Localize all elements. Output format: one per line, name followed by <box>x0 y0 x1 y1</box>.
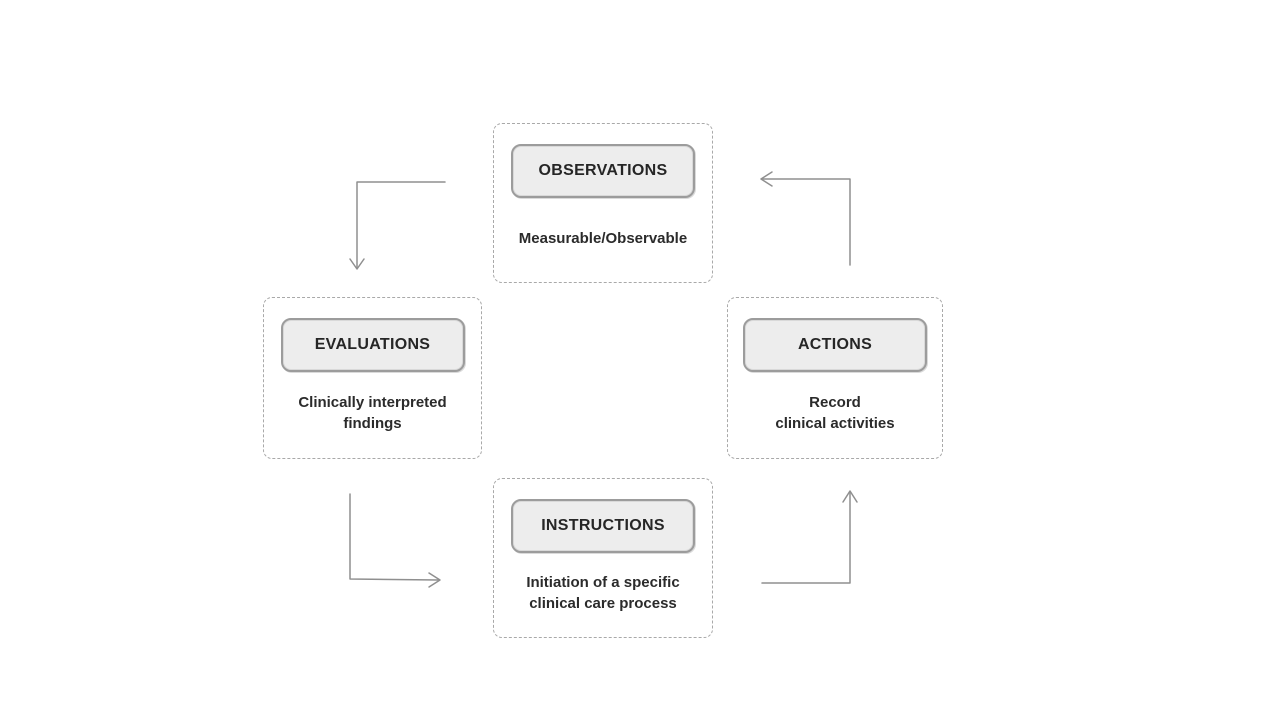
node-instructions: INSTRUCTIONS Initiation of a specific cl… <box>493 478 713 638</box>
observations-description: Measurable/Observable <box>518 229 688 247</box>
instructions-description: Initiation of a specific clinical care p… <box>526 574 680 612</box>
evaluations-header: EVALUATIONS <box>280 318 465 372</box>
arrow-actions-to-observations <box>760 171 851 266</box>
instructions-header: INSTRUCTIONS <box>511 499 695 553</box>
node-observations: OBSERVATIONS Measurable/Observable <box>493 123 713 283</box>
actions-header: ACTIONS <box>743 318 927 372</box>
arrow-evaluations-to-instructions <box>349 493 441 588</box>
arrow-observations-to-evaluations <box>349 181 446 270</box>
arrow-instructions-to-actions <box>761 490 858 584</box>
node-evaluations: EVALUATIONS Clinically interpreted findi… <box>263 297 482 459</box>
actions-description: Record clinical activities <box>775 394 895 432</box>
evaluations-description: Clinically interpreted findings <box>298 394 447 432</box>
node-actions: ACTIONS Record clinical activities <box>727 297 943 459</box>
observations-header: OBSERVATIONS <box>511 144 695 198</box>
